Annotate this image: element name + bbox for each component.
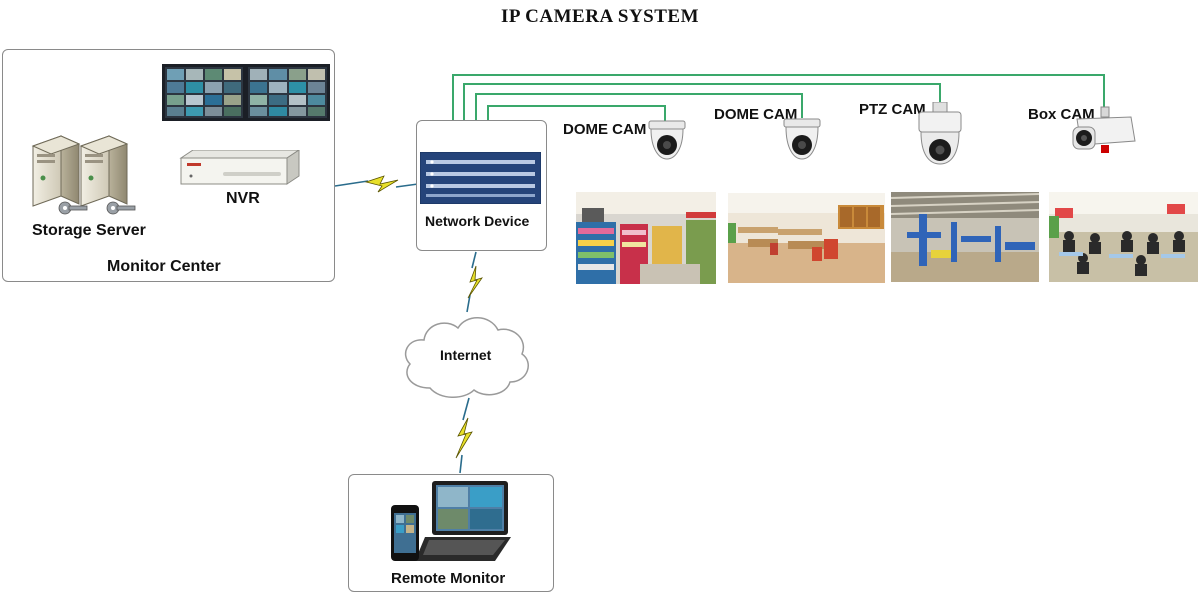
network-device-label: Network Device — [425, 213, 530, 229]
wireless-links — [334, 180, 477, 474]
box-camera-icon — [1072, 106, 1136, 153]
lightning-icon — [467, 265, 483, 299]
dome-camera-icon — [783, 118, 821, 160]
internet-cloud-icon — [404, 317, 529, 398]
scene-photo-office — [728, 193, 885, 283]
nvr-icon — [179, 150, 300, 185]
scene-photo-factory — [891, 192, 1039, 282]
link-monitor-to-network-b — [395, 183, 419, 188]
dome-camera-icon — [648, 120, 686, 160]
link-network-to-internet-b — [466, 294, 471, 313]
network-switch-icon — [420, 152, 541, 204]
remote-monitor-panel: Remote Monitor — [348, 474, 554, 592]
link-network-to-internet — [471, 251, 477, 269]
lightning-icon — [455, 417, 473, 459]
storage-server-label: Storage Server — [32, 222, 146, 239]
laptop-phone-icon — [391, 481, 511, 561]
diagram-title: IP CAMERA SYSTEM — [500, 6, 700, 27]
lightning-icon — [364, 175, 399, 193]
link-internet-to-remote — [462, 397, 470, 421]
remote-monitor-label: Remote Monitor — [391, 570, 506, 587]
link-monitor-to-network — [334, 180, 369, 187]
camera-label-dome-1: DOME CAM — [563, 121, 647, 138]
camera-label-dome-2: DOME CAM — [714, 106, 798, 123]
network-device-panel: Network Device — [416, 120, 547, 251]
monitor-center-panel: NVR Storage Server Monitor Center — [2, 49, 335, 282]
camera-label-ptz: PTZ CAM — [859, 101, 926, 118]
cable-to-ptz-cam — [463, 83, 941, 152]
internet-label: Internet — [440, 347, 492, 363]
ptz-camera-icon — [918, 102, 962, 165]
link-internet-to-remote-b — [459, 454, 463, 474]
storage-server-icon — [31, 135, 136, 215]
scene-photo-supermarket — [576, 192, 716, 284]
nvr-label: NVR — [226, 190, 260, 207]
monitor-center-label: Monitor Center — [107, 258, 221, 275]
cable-to-box-cam — [452, 74, 1105, 152]
video-wall-icon — [162, 64, 330, 121]
scene-photo-classroom — [1049, 192, 1198, 282]
wireless-bolts — [364, 175, 483, 459]
